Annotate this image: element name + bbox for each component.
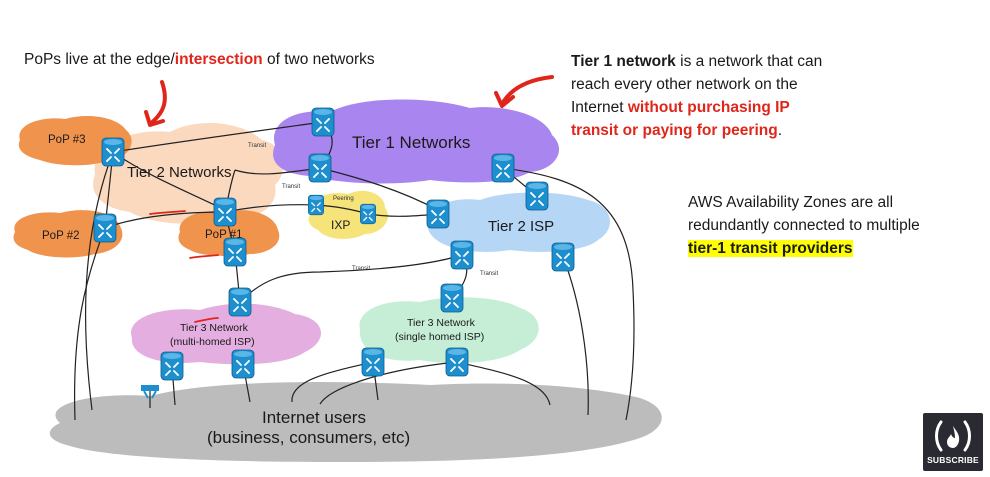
- red-underline-marks: [149, 210, 219, 323]
- aws-text-line3-highlight: tier-1 transit providers: [688, 240, 853, 257]
- ixp-label: IXP: [331, 218, 350, 232]
- pop1-cloud: [178, 210, 280, 257]
- router-icon: [223, 237, 247, 267]
- pops-text-prefix: PoPs live at the edge/: [24, 51, 175, 68]
- red-arrow-icon: [494, 75, 554, 108]
- pops-text-suffix: of two networks: [262, 51, 375, 68]
- aws-text-line1: AWS Availability Zones are all: [688, 194, 894, 211]
- router-icon: [231, 349, 255, 379]
- router-icon: [160, 351, 184, 381]
- internet-users-label-line1: Internet users: [262, 408, 366, 427]
- router-icon: [361, 347, 385, 377]
- router-icon: [491, 153, 515, 183]
- red-arrow-icon: [144, 80, 167, 127]
- tier2-networks-label: Tier 2 Networks: [127, 164, 231, 181]
- tier1-text-line3-prefix: Internet: [571, 99, 628, 116]
- pops-text-highlight: intersection: [174, 51, 263, 68]
- tier1-text-line4-suffix: .: [777, 122, 783, 139]
- subscribe-button[interactable]: SUBSCRIBE: [923, 413, 983, 471]
- internet-users-label-line2: (business, consumers, etc): [207, 428, 410, 447]
- internet-users-cloud: [49, 382, 662, 462]
- router-icon: [308, 153, 332, 183]
- tier3-single-label-line1: Tier 3 Network: [407, 317, 476, 329]
- router-icon: [440, 283, 464, 313]
- tier2-isp-label: Tier 2 ISP: [488, 218, 554, 235]
- subscribe-label: SUBSCRIBE: [927, 455, 979, 465]
- router-icon: [307, 194, 325, 216]
- router-icon: [228, 287, 252, 317]
- transit-label-middle: Transit: [352, 266, 370, 272]
- tier3-multi-homed-cloud: [131, 303, 322, 365]
- router-icon: [450, 240, 474, 270]
- router-icon: [525, 181, 549, 211]
- ixp-cloud: [308, 190, 389, 239]
- tier1-networks-cloud: [273, 99, 560, 184]
- tier1-text-bold: Tier 1 network: [571, 53, 676, 70]
- pops-annotation: PoPs live at the edge/intersection of tw…: [24, 48, 375, 71]
- transit-label-right: Transit: [480, 271, 498, 277]
- router-icon: [311, 107, 335, 137]
- router-icon: [551, 242, 575, 272]
- aws-text-line2: redundantly connected to multiple: [688, 217, 920, 234]
- tier3-single-label-line2: (single homed ISP): [395, 331, 484, 343]
- tier1-text-line4-red: transit or paying for peering: [571, 122, 778, 139]
- tier3-multi-label-line2: (multi-homed ISP): [170, 336, 255, 348]
- freecodecamp-logo-icon: [935, 420, 971, 452]
- router-icon: [213, 197, 237, 227]
- wireless-device-icon: [141, 385, 159, 399]
- pop2-label: PoP #2: [42, 230, 80, 242]
- router-icon: [93, 213, 117, 243]
- tier1-annotation: Tier 1 network is a network that can rea…: [571, 50, 891, 142]
- router-icon: [359, 203, 377, 225]
- tier1-text-line3-red: without purchasing IP: [627, 99, 790, 116]
- tier3-multi-label-line1: Tier 3 Network: [180, 322, 249, 334]
- router-icon: [426, 199, 450, 229]
- transit-label-left: Transit: [282, 184, 300, 190]
- pop3-label: PoP #3: [48, 134, 86, 146]
- router-icon: [445, 347, 469, 377]
- router-icon: [101, 137, 125, 167]
- tier2-isp-cloud: [426, 192, 611, 252]
- tier1-text-line2: reach every other network on the: [571, 76, 798, 93]
- transit-label-top: Transit: [248, 143, 266, 149]
- peering-label: Peering: [333, 196, 354, 202]
- aws-annotation: AWS Availability Zones are all redundant…: [688, 191, 978, 260]
- tier3-single-homed-cloud: [359, 297, 539, 364]
- tier1-text-line1: is a network that can: [675, 53, 823, 70]
- tier1-networks-label: Tier 1 Networks: [352, 133, 470, 152]
